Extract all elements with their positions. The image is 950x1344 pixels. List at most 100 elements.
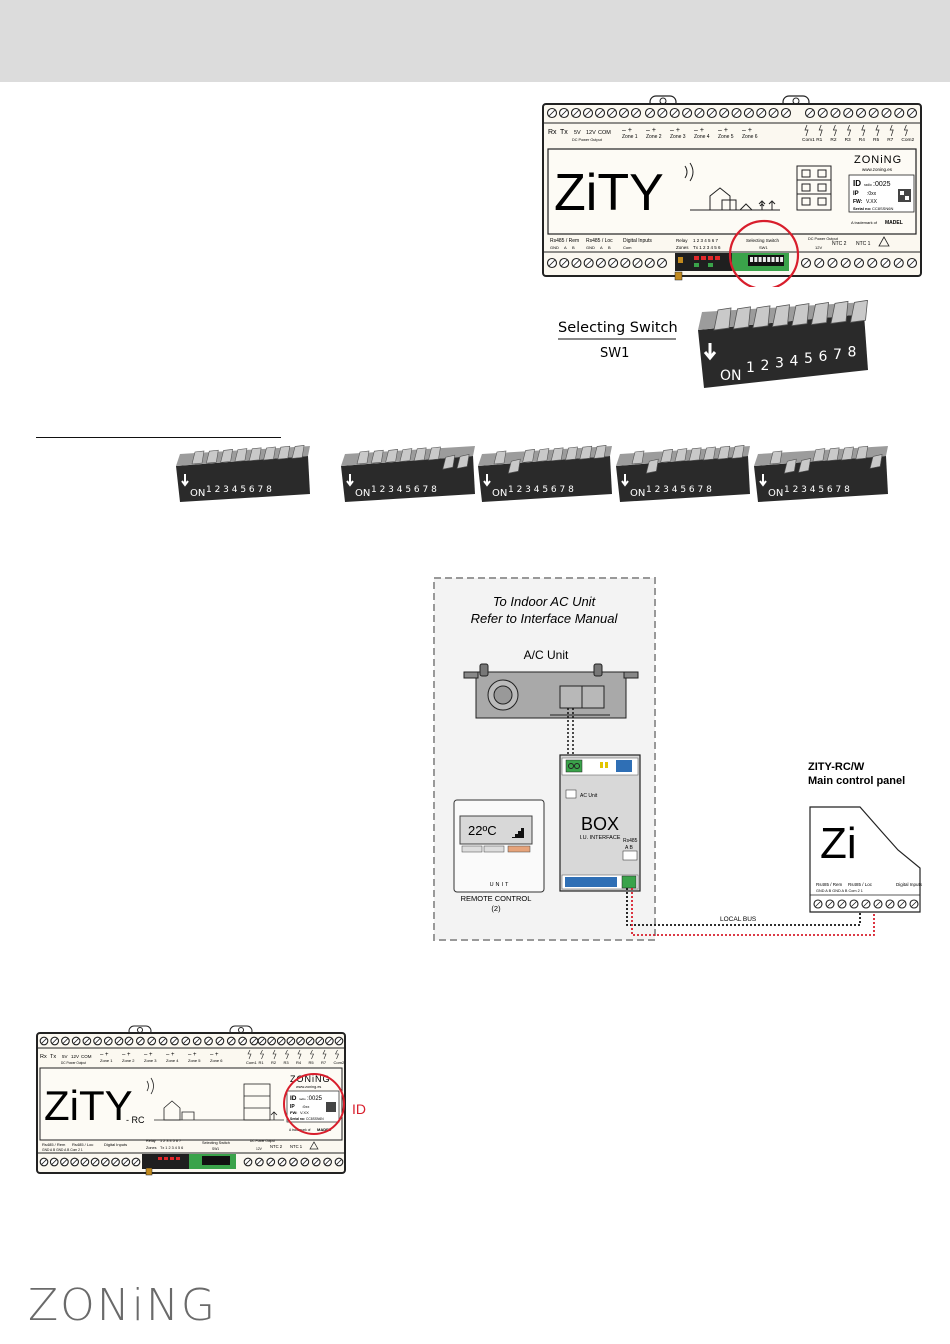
sw1-on-label: ON <box>720 368 742 384</box>
switch-lever <box>399 448 413 462</box>
switch-lever-on <box>442 454 456 470</box>
svg-text:Digital Inputs: Digital Inputs <box>896 882 923 887</box>
switch-lever <box>493 450 507 465</box>
relay-label: Com1 <box>802 137 815 143</box>
switch-number: 1 <box>746 360 755 376</box>
svg-text::0xx: :0xx <box>302 1104 309 1109</box>
svg-text:Rx: Rx <box>40 1054 47 1060</box>
relay-label: R5 <box>309 1060 315 1065</box>
label-com: Com <box>623 245 632 250</box>
switch-lever <box>826 447 840 462</box>
svg-text:FW:: FW: <box>290 1110 297 1115</box>
switch-lever-on <box>869 454 883 469</box>
svg-text:Digital Inputs: Digital Inputs <box>104 1142 127 1147</box>
relay-label: R2 <box>830 137 836 143</box>
remote-caption-1: REMOTE CONTROL <box>461 894 532 903</box>
switch-lever-on <box>798 458 811 473</box>
svg-text:SW1: SW1 <box>212 1147 219 1151</box>
relay-label: R3 <box>284 1060 290 1065</box>
sw1-highlight-circle <box>728 219 800 287</box>
panel-title-1: ZITY-RC/W <box>808 761 865 773</box>
wiring-title-1: To Indoor AC Unit <box>493 594 597 609</box>
switch-lever <box>385 449 398 463</box>
switch-lever <box>771 304 790 328</box>
svg-text:– +: – + <box>742 127 752 134</box>
zity-rc-panel: Zi Rs485 / Rem Rs485 / Loc Digital Input… <box>809 806 923 913</box>
iu-interface-box: AC Unit BOX I.U. INTERFACE Rs485 A B <box>559 754 641 892</box>
svg-text:– +: – + <box>144 1052 153 1058</box>
box-label: BOX <box>581 814 619 834</box>
svg-text:MADEL: MADEL <box>317 1127 332 1132</box>
switch-lever <box>769 450 783 465</box>
svg-text:Zones: Zones <box>146 1146 157 1150</box>
label-dc-power-output: DC Power Output <box>572 138 603 142</box>
svg-text:CC8SSN6N: CC8SSN6N <box>306 1117 324 1121</box>
switch-lever <box>841 446 854 461</box>
relay-label: R3 <box>845 137 851 143</box>
ac-unit <box>463 663 639 719</box>
label-selecting-switch: Selecting Switch <box>746 238 780 243</box>
zone-label: Zone 4 <box>694 134 710 140</box>
serial-label: Serial no: <box>853 206 871 211</box>
zity-brand: ZiTY <box>554 164 664 222</box>
remote-unit: UNIT <box>490 882 511 888</box>
svg-text:Tx 1 2 3 4 5 6: Tx 1 2 3 4 5 6 <box>693 245 721 250</box>
switch-number: 6 <box>819 349 828 365</box>
switch-numbers: 1 2 3 4 5 6 7 8 <box>784 485 850 495</box>
switch-lever <box>565 446 578 461</box>
panel-logo: Zi <box>820 819 857 868</box>
switch-lever <box>536 448 550 462</box>
remote-display: 22ºC <box>468 823 497 838</box>
relay-label: R7 <box>887 137 893 143</box>
svg-text:12V: 12V <box>815 245 822 250</box>
zone-label: Zone 3 <box>144 1058 157 1063</box>
sw1-subtitle: SW1 <box>600 346 629 361</box>
rc-suffix: - RC <box>126 1115 145 1125</box>
label-gnd-1: GND <box>550 245 559 250</box>
id-highlight-circle <box>283 1073 345 1135</box>
warning-icon-bottom <box>309 1141 319 1150</box>
box-rs485: Rs485 <box>623 838 638 844</box>
label-5v: 5V <box>574 130 581 136</box>
svg-text:Tx 1 2 3 4 5 6: Tx 1 2 3 4 5 6 <box>160 1146 183 1150</box>
svg-text:1 2 3 4 5 6 7: 1 2 3 4 5 6 7 <box>160 1139 181 1143</box>
svg-text:12V: 12V <box>71 1054 79 1059</box>
switch-number: 7 <box>833 347 842 363</box>
local-bus-label: LOCAL BUS <box>720 916 757 923</box>
switch-lever <box>688 447 702 462</box>
id-callout: ID <box>352 1101 366 1117</box>
switch-lever <box>717 445 731 460</box>
label-zones: Zones <box>676 245 689 250</box>
switch-on-label: ON <box>190 488 205 499</box>
switch-lever <box>791 303 810 327</box>
relay-label: R1 <box>259 1060 265 1065</box>
trademark: A trademark of <box>851 220 878 225</box>
id-sub: radio <box>864 183 872 187</box>
label-gnd-2: GND <box>586 245 595 250</box>
ip-value: :0xx <box>867 191 877 197</box>
svg-text:GND A B GND A B Com 2: GND A B GND A B Com 2 1 <box>816 889 863 893</box>
svg-text:Rs485 / Loc: Rs485 / Loc <box>848 882 873 887</box>
zone-label: Zone 3 <box>670 134 686 140</box>
svg-text:radio: radio <box>299 1097 306 1101</box>
svg-text:– +: – + <box>122 1052 131 1058</box>
switch-number: 5 <box>804 351 813 367</box>
id-card-website: www.zoning.es <box>862 167 893 172</box>
label-tx: Tx <box>560 129 568 136</box>
svg-text:5V: 5V <box>62 1054 68 1059</box>
ac-unit-label: A/C Unit <box>524 648 569 662</box>
label-ntc1: NTC 1 <box>856 241 871 247</box>
switch-lever <box>830 300 849 324</box>
svg-text:Rs485 / Rem: Rs485 / Rem <box>816 882 843 887</box>
zone-label: Zone 1 <box>100 1058 113 1063</box>
svg-text:– +: – + <box>646 127 656 134</box>
zone-label: Zone 4 <box>166 1058 179 1063</box>
switch-numbers: 1 2 3 4 5 6 7 8 <box>646 485 712 495</box>
zone-label: Zone 6 <box>210 1058 223 1063</box>
relay-label: Com2 <box>901 137 914 143</box>
svg-text::0025: :0025 <box>307 1096 323 1102</box>
relay-label: R2 <box>271 1060 277 1065</box>
svg-text:B: B <box>608 245 611 250</box>
switch-lever <box>356 450 370 465</box>
